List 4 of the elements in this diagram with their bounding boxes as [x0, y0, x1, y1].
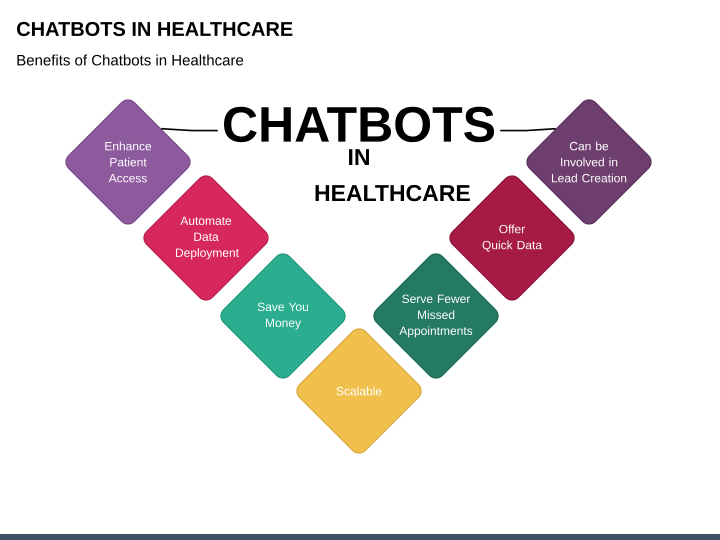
- connector-line: [500, 128, 556, 132]
- subtitle: Benefits of Chatbots in Healthcare: [17, 54, 244, 66]
- connector-line: [161, 128, 218, 132]
- title: CHATBOTS IN HEALTHCARE: [17, 22, 292, 36]
